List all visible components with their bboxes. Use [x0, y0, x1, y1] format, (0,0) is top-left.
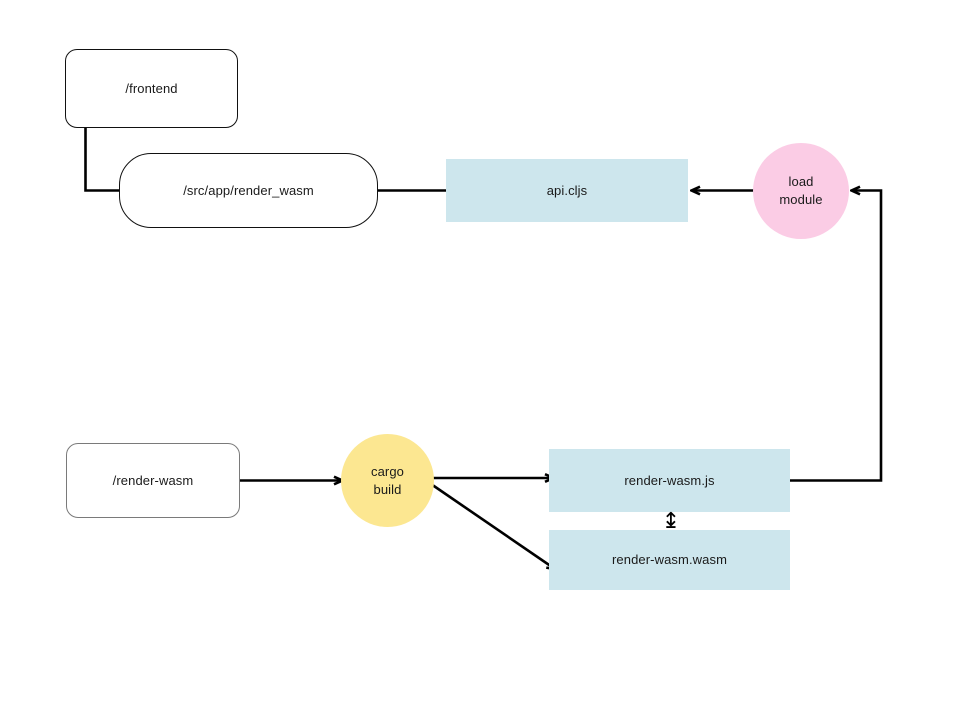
node-render-wasm-js-label: render-wasm.js: [624, 472, 715, 488]
node-api-cljs-label: api.cljs: [546, 182, 588, 198]
node-api-cljs[interactable]: api.cljs: [446, 159, 688, 222]
node-src-app-render-wasm-label: /src/app/render_wasm: [183, 182, 314, 198]
node-render-wasm-wasm-label: render-wasm.wasm: [611, 552, 727, 568]
edge-render-wasm-js-to-load-module: [790, 191, 883, 482]
node-render-wasm-js[interactable]: render-wasm.js: [549, 449, 790, 512]
bidirectional-arrow-icon: ↨: [661, 509, 681, 534]
node-src-app-render-wasm[interactable]: /src/app/render_wasm: [119, 153, 378, 228]
edge-frontend-to-src-app: [84, 127, 121, 192]
node-load-module-label: load module: [779, 174, 823, 207]
node-frontend-label: /frontend: [125, 80, 178, 96]
node-cargo-build[interactable]: cargo build: [341, 434, 434, 527]
node-render-wasm-dir-label: /render-wasm: [112, 472, 194, 488]
node-cargo-build-label: cargo build: [370, 463, 405, 497]
node-load-module[interactable]: load module: [753, 143, 849, 239]
edge-cargo-build-to-render-wasm-wasm: [430, 482, 555, 569]
node-render-wasm-dir[interactable]: /render-wasm: [66, 443, 240, 518]
node-render-wasm-wasm[interactable]: render-wasm.wasm: [549, 530, 790, 590]
node-frontend[interactable]: /frontend: [65, 49, 238, 128]
